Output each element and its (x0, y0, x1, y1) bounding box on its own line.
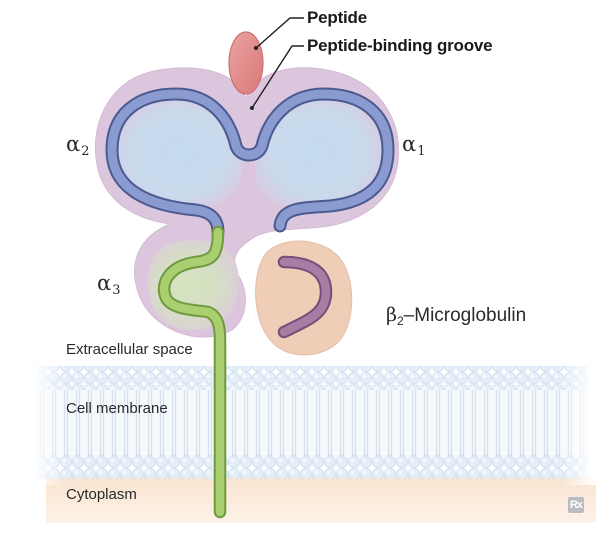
cell-membrane-label: Cell membrane (66, 400, 168, 417)
callout-leaders (250, 17, 304, 110)
rx-logo: Rx (568, 497, 584, 513)
cytoplasm-label: Cytoplasm (66, 486, 137, 503)
alpha1-domain (254, 96, 382, 210)
beta2-microglobulin-label: β2–Microglobulin (386, 304, 527, 328)
alpha3-label: α3 (97, 271, 121, 298)
cell-membrane (30, 360, 596, 485)
extracellular-space-label: Extracellular space (66, 341, 193, 358)
alpha2-domain (114, 96, 244, 210)
peptide (228, 31, 264, 95)
alpha-chain (105, 87, 395, 239)
alpha3-chain (157, 225, 227, 519)
groove-leader (251, 45, 304, 109)
peptide-label: Peptide (307, 8, 368, 27)
peptide-binding-groove-label: Peptide-binding groove (307, 36, 493, 55)
alpha2-label: α2 (66, 132, 90, 159)
cytoplasm-region (46, 475, 596, 523)
alpha1-label: α1 (402, 132, 426, 159)
peptide-leader (255, 17, 304, 49)
beta2-microglobulin (255, 240, 353, 356)
